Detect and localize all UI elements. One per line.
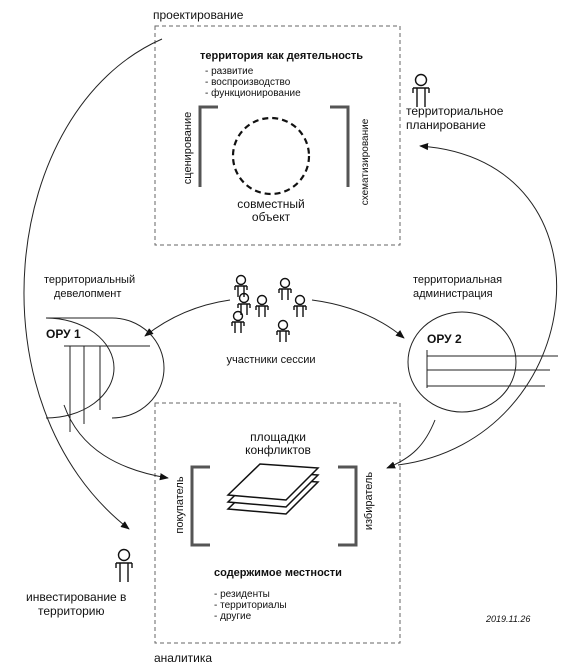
bottom-left-bracket bbox=[190, 465, 210, 547]
top-frame-item-3: - функционирование bbox=[205, 87, 301, 99]
ory1-block: ОРУ 1 bbox=[45, 317, 165, 432]
arrow-left-to-investment bbox=[23, 38, 163, 530]
schematization-label: схематизирование bbox=[360, 118, 371, 205]
ory2-block: ОРУ 2 bbox=[407, 311, 558, 413]
person-icon-participant bbox=[278, 277, 292, 300]
person-icon-participant bbox=[231, 310, 245, 333]
bottom-right-bracket bbox=[338, 465, 358, 547]
person-icon-participant bbox=[276, 319, 290, 342]
person-icon-participant bbox=[234, 274, 248, 297]
bottom-frame: аналитика площадки конфликтов покупатель… bbox=[154, 402, 401, 665]
joint-object-circle bbox=[231, 116, 311, 196]
development-label-line2: девелопмент bbox=[54, 288, 121, 300]
ory1-label: ОРУ 1 bbox=[46, 327, 81, 341]
administration-label-line2: администрация bbox=[413, 288, 493, 300]
ory1-circle-left bbox=[45, 317, 115, 419]
person-icon-participant bbox=[237, 292, 251, 315]
ory2-circle bbox=[407, 311, 517, 413]
top-frame-title: территория как деятельность bbox=[200, 50, 363, 62]
arrow-right-to-planning bbox=[397, 142, 558, 466]
investment-label-line2: территорию bbox=[38, 604, 105, 618]
conflicts-title-line2: конфликтов bbox=[245, 443, 311, 457]
buyer-label: покупатель bbox=[174, 476, 186, 533]
top-frame-item-2: - воспроизводство bbox=[205, 77, 291, 88]
ory2-label: ОРУ 2 bbox=[427, 332, 462, 346]
scenario-label: сценирование bbox=[182, 112, 194, 184]
administration-label-line1: территориальная bbox=[413, 274, 502, 286]
bottom-frame-border bbox=[154, 402, 401, 644]
left-bracket bbox=[198, 105, 218, 187]
contents-item-2: - территориалы bbox=[214, 600, 287, 611]
arrow-participants-to-ory2 bbox=[311, 299, 405, 339]
voter-label: избиратель bbox=[363, 472, 375, 531]
bottom-frame-label: аналитика bbox=[154, 651, 212, 665]
person-icon-participant bbox=[255, 294, 269, 317]
contents-item-3: - другие bbox=[214, 611, 252, 622]
right-bracket bbox=[330, 105, 350, 187]
planning-label-line1: территориальное bbox=[406, 104, 504, 118]
development-label-line1: территориальный bbox=[44, 274, 135, 286]
conflicts-title-line1: площадки bbox=[250, 430, 306, 444]
participants-label: участники сессии bbox=[226, 354, 315, 366]
joint-object-line2: объект bbox=[252, 210, 291, 224]
person-icon-planning bbox=[412, 73, 430, 107]
joint-object-line1: совместный bbox=[237, 197, 304, 211]
arrow-participants-to-ory1 bbox=[144, 299, 231, 337]
top-frame-item-1: - развитие bbox=[205, 66, 254, 77]
investment-label-line1: инвестирование в bbox=[26, 590, 126, 604]
planning-label-line2: планирование bbox=[406, 118, 486, 132]
contents-title: содержимое местности bbox=[214, 567, 342, 579]
person-icon-participant bbox=[293, 294, 307, 317]
participants-group bbox=[231, 274, 307, 342]
conflict-platforms-icon bbox=[226, 463, 320, 515]
contents-item-1: - резиденты bbox=[214, 589, 270, 600]
arrow-ory1-to-bottom bbox=[63, 404, 169, 481]
top-frame-label: проектирование bbox=[153, 8, 244, 22]
arrow-ory2-to-bottom bbox=[386, 419, 436, 469]
date-label: 2019.11.26 bbox=[485, 614, 530, 624]
ory1-circle-right bbox=[111, 317, 165, 419]
top-frame: проектирование территория как деятельнос… bbox=[153, 8, 401, 246]
top-frame-border bbox=[154, 25, 401, 246]
person-icon-investment bbox=[115, 548, 133, 582]
